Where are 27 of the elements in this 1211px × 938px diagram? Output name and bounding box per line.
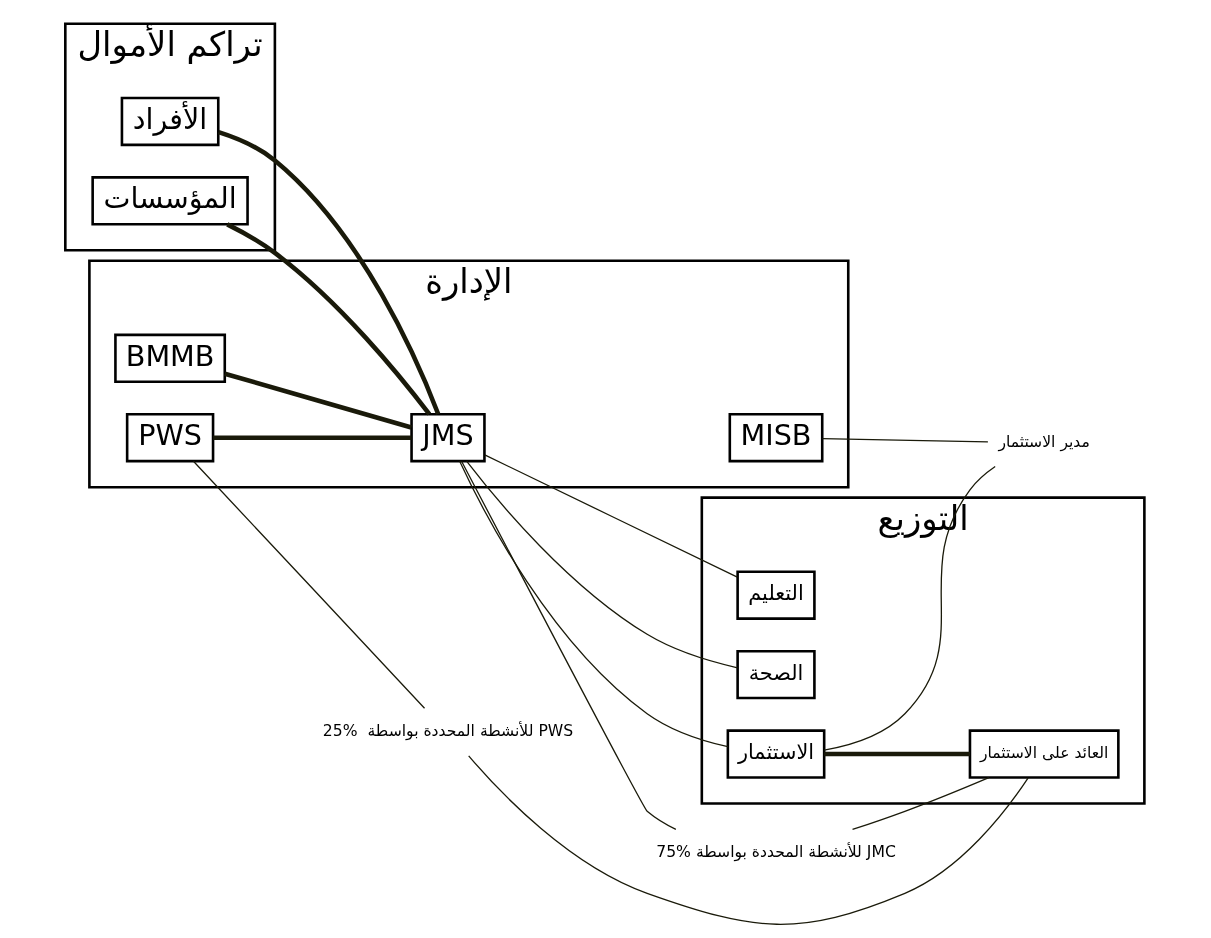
node-text: مدير الاستثمار — [998, 432, 1090, 451]
node-box: PWS — [125, 413, 215, 463]
connector — [217, 129, 441, 415]
node-box: الأفراد — [120, 96, 220, 147]
node-box: المؤسسات — [91, 176, 249, 226]
node-box: JMS — [410, 413, 486, 463]
node-box: BMMB — [114, 333, 227, 384]
node-box: العائد على الاستثمار — [968, 729, 1120, 779]
connector — [466, 460, 739, 669]
connector — [468, 755, 1029, 925]
node-text: 25% للأنشطة المحددة بواسطة PWS — [322, 721, 574, 740]
connector — [484, 454, 738, 578]
connector — [192, 460, 426, 709]
connector — [224, 371, 412, 430]
node-box: MISB — [728, 413, 824, 463]
node-text: 75% للأنشطة المحددة بواسطة JMC — [656, 842, 896, 861]
connector — [823, 465, 996, 751]
connector — [821, 437, 989, 443]
connector — [461, 460, 677, 831]
connector — [226, 222, 432, 416]
connector — [851, 776, 990, 831]
connector — [213, 435, 412, 440]
connector — [459, 460, 729, 748]
node-box: الصحة — [736, 649, 816, 700]
connector — [824, 751, 970, 757]
node-box: التعليم — [736, 570, 816, 620]
node-box: الاستثمار — [726, 729, 826, 779]
